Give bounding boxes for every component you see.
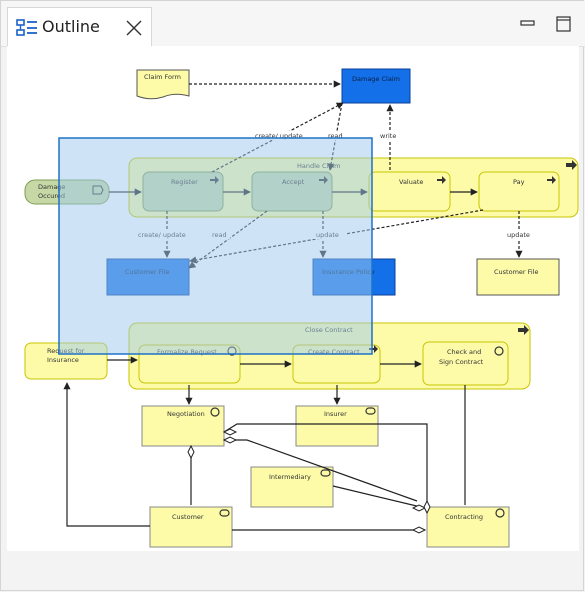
label-write: write	[380, 132, 396, 140]
contracting-label: Contracting	[445, 513, 483, 521]
insurer-node[interactable]: Insurer	[295, 405, 379, 447]
process-arrow-icon	[518, 325, 529, 335]
minimize-icon[interactable]	[518, 15, 538, 33]
damage-claim-node[interactable]: Damage Claim	[341, 68, 411, 104]
damage-occured-label-2: Occured	[38, 192, 65, 200]
pay-node[interactable]: Pay	[478, 171, 560, 212]
valuate-node[interactable]: Valuate	[368, 171, 451, 212]
interaction-icon	[494, 346, 504, 356]
customer-node[interactable]: Customer	[149, 506, 233, 548]
process-arrow-icon	[369, 345, 378, 353]
damage-claim-label: Damage Claim	[352, 75, 400, 83]
process-arrow-icon	[437, 176, 446, 184]
viewport-rectangle[interactable]	[58, 137, 373, 355]
outline-canvas[interactable]: Handle Claim Close Contract Claim Form D…	[7, 46, 579, 551]
label-create-update-top: create/ update	[255, 132, 303, 140]
role-icon	[320, 469, 331, 477]
intermediary-node[interactable]: Intermediary	[250, 466, 334, 508]
label-update-right: update	[507, 231, 530, 239]
negotiation-label: Negotiation	[167, 410, 205, 418]
diagram-thumbnail: Handle Claim Close Contract Claim Form D…	[24, 68, 579, 548]
contracting-node[interactable]: Contracting	[426, 506, 510, 548]
process-arrow-icon	[547, 176, 556, 184]
claim-form-node[interactable]: Claim Form	[136, 69, 190, 100]
negotiation-node[interactable]: Negotiation	[141, 405, 225, 447]
damage-occured-label-1: Damage	[38, 183, 65, 191]
label-read-top: read	[328, 132, 343, 140]
claim-form-label: Claim Form	[144, 73, 181, 81]
customer-label: Customer	[172, 513, 204, 521]
tab-outline[interactable]: Outline	[7, 7, 152, 46]
collaboration-icon	[210, 407, 220, 417]
pay-label: Pay	[513, 178, 525, 186]
process-arrow-icon	[566, 160, 577, 170]
outline-view-icon	[16, 19, 37, 36]
check-and-sign-node[interactable]: Check and Sign Contract	[422, 341, 509, 386]
request-label-2: Insurance	[47, 356, 79, 364]
role-icon	[365, 407, 376, 415]
aggregation-diamonds	[187, 428, 431, 534]
customer-file-yellow-node[interactable]: Customer File	[476, 258, 560, 296]
collaboration-icon	[495, 508, 505, 518]
tab-title: Outline	[42, 17, 100, 36]
customer-file-yellow-label: Customer File	[494, 268, 539, 276]
check-sign-label-2: Sign Contract	[439, 358, 484, 366]
valuate-label: Valuate	[399, 178, 423, 186]
maximize-icon[interactable]	[554, 15, 574, 33]
check-sign-label-1: Check and	[447, 348, 481, 356]
role-icon	[219, 509, 230, 517]
intermediary-label: Intermediary	[269, 473, 311, 481]
insurer-label: Insurer	[324, 410, 347, 418]
view-tab-bar: Outline	[1, 1, 585, 47]
close-icon[interactable]	[123, 17, 145, 39]
